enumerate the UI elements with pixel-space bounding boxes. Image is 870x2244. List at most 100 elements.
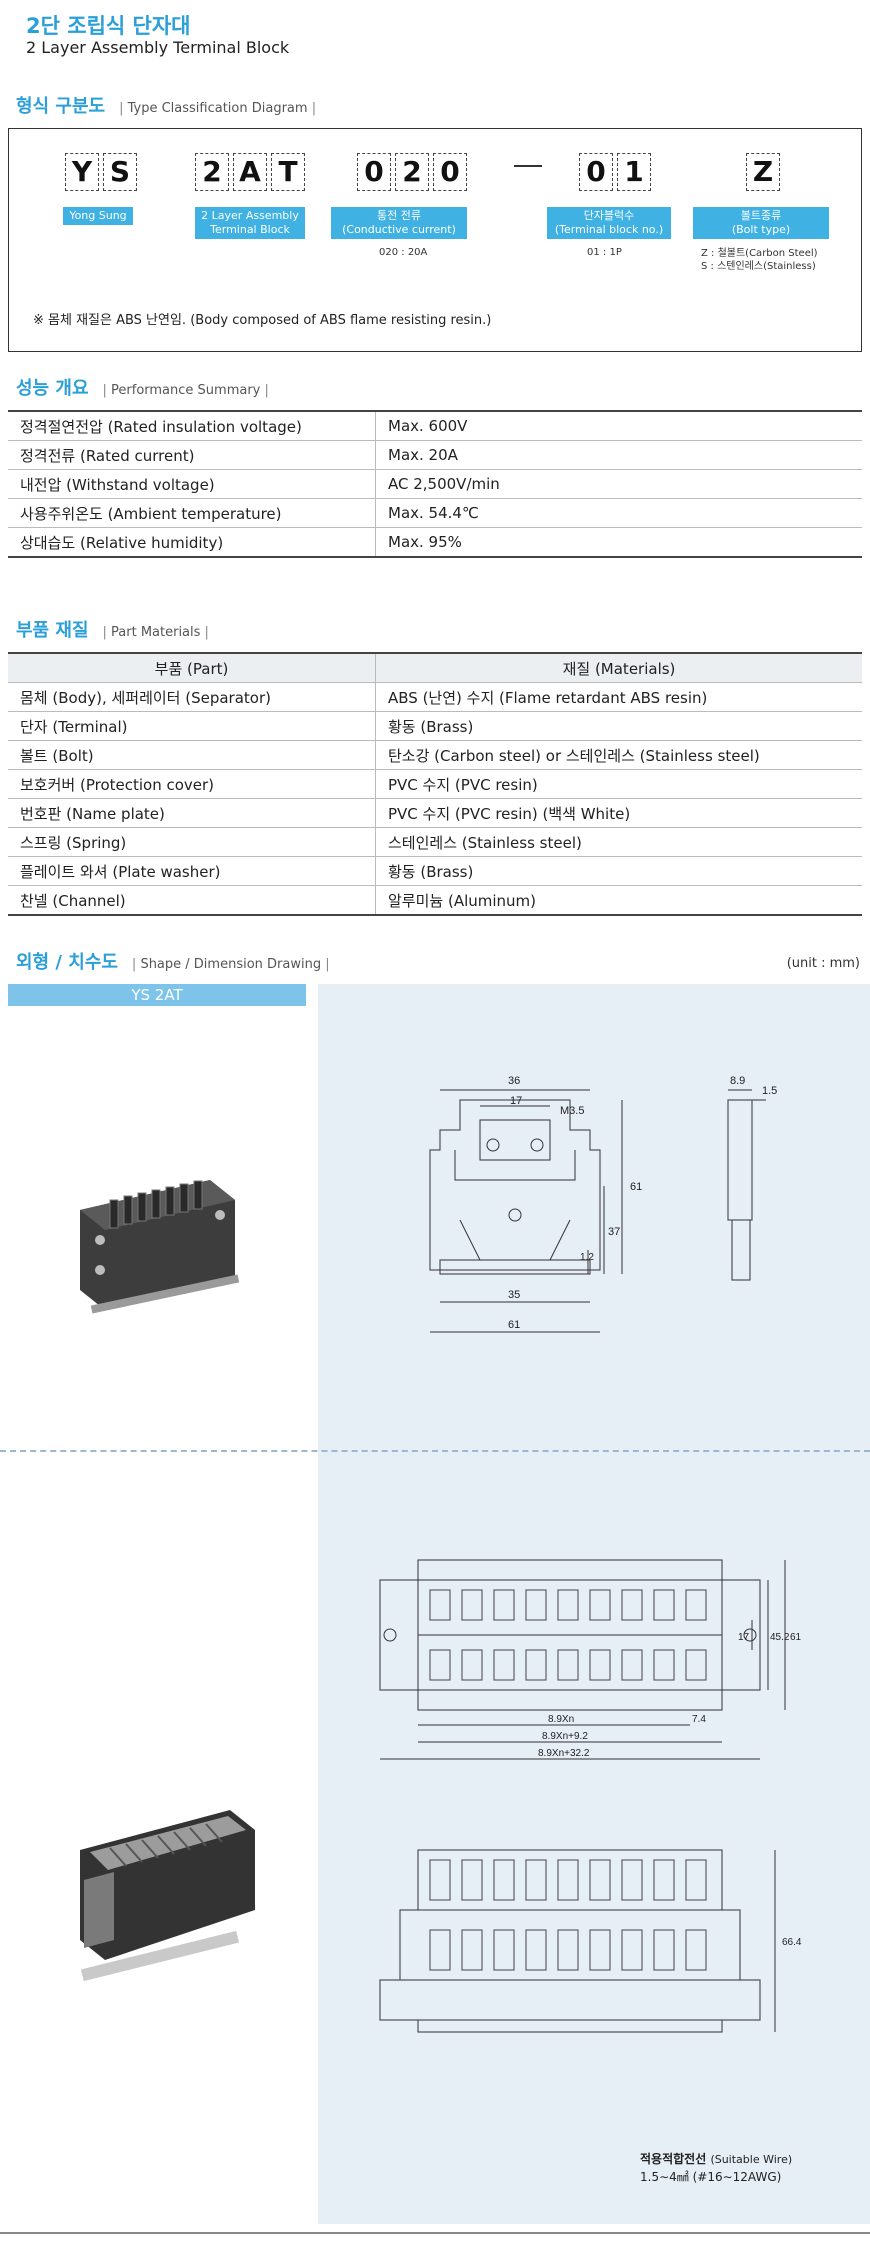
dim-bottom: 61 bbox=[508, 1319, 520, 1331]
performance-label: 정격절연전압 (Rated insulation voltage) bbox=[8, 410, 376, 441]
code-char: T bbox=[271, 153, 305, 191]
material-cell: PVC 수지 (PVC resin) bbox=[375, 769, 862, 799]
product-photo-angle bbox=[80, 1810, 255, 1982]
tag-yong-sung: Yong Sung bbox=[63, 207, 133, 225]
tag-conductive-current: 통전 전류 (Conductive current) bbox=[331, 207, 467, 239]
sub-bolt-type: Z : 철볼트(Carbon Steel) S : 스텐인레스(Stainles… bbox=[701, 248, 818, 272]
code-char: 1 bbox=[617, 153, 651, 191]
code-z: Z bbox=[746, 153, 780, 191]
type-section-heading: 형식 구분도 Type Classification Diagram bbox=[16, 92, 316, 118]
performance-heading-en: Performance Summary bbox=[103, 383, 269, 398]
part-cell: 번호판 (Name plate) bbox=[8, 798, 376, 828]
side-view-drawing: 36 17 M3.5 61 37 1.2 35 61 bbox=[429, 1075, 642, 1333]
dim-profile-width: 8.9 bbox=[730, 1075, 745, 1087]
performance-value: AC 2,500V/min bbox=[375, 469, 862, 499]
table-row: 단자 (Terminal) 황동 (Brass) bbox=[8, 711, 862, 741]
col-material: 재질 (Materials) bbox=[375, 652, 862, 683]
dim-h2: 45.2 bbox=[770, 1632, 790, 1643]
dim-full-width: 8.9Xn+32.2 bbox=[538, 1748, 590, 1759]
sub-01: 01 : 1P bbox=[587, 247, 622, 258]
code-char: A bbox=[233, 153, 267, 191]
code-char: 0 bbox=[579, 153, 613, 191]
code-020: 0 2 0 bbox=[357, 153, 467, 191]
dim-left-offset: 7.4 bbox=[692, 1714, 706, 1725]
material-cell: 스테인레스 (Stainless steel) bbox=[375, 827, 862, 857]
dim-h3: 61 bbox=[790, 1632, 802, 1643]
part-cell: 볼트 (Bolt) bbox=[8, 740, 376, 770]
performance-value: Max. 95% bbox=[375, 527, 862, 558]
part-cell: 몸체 (Body), 세퍼레이터 (Separator) bbox=[8, 682, 376, 712]
table-row: 몸체 (Body), 세퍼레이터 (Separator) ABS (난연) 수지… bbox=[8, 682, 862, 712]
dim-gap: 1.2 bbox=[580, 1252, 594, 1263]
page-title: 2단 조립식 단자대 bbox=[26, 14, 191, 38]
body-material-note: ※ 몸체 재질은 ABS 난연임. (Body composed of ABS … bbox=[33, 313, 492, 328]
table-header-row: 부품 (Part) 재질 (Materials) bbox=[8, 652, 862, 683]
material-cell: 탄소강 (Carbon steel) or 스테인레스 (Stainless s… bbox=[375, 740, 862, 770]
materials-heading: 부품 재질 Part Materials bbox=[16, 616, 209, 642]
code-char: 2 bbox=[195, 153, 229, 191]
dim-top: 36 bbox=[508, 1075, 520, 1087]
code-ys: Y S bbox=[65, 153, 137, 191]
drawing-panel bbox=[318, 984, 870, 2224]
shape-heading-ko: 외형 / 치수도 bbox=[16, 952, 118, 973]
materials-heading-ko: 부품 재질 bbox=[16, 620, 89, 641]
type-heading-en: Type Classification Diagram bbox=[119, 101, 316, 116]
part-cell: 찬넬 (Channel) bbox=[8, 885, 376, 916]
dim-screw: M3.5 bbox=[560, 1105, 584, 1117]
code-char: Y bbox=[65, 153, 99, 191]
table-row: 볼트 (Bolt) 탄소강 (Carbon steel) or 스테인레스 (S… bbox=[8, 740, 862, 770]
dim-h1: 17 bbox=[738, 1632, 750, 1643]
performance-label: 내전압 (Withstand voltage) bbox=[8, 469, 376, 499]
sub-020: 020 : 20A bbox=[379, 247, 428, 258]
table-row: 찬넬 (Channel) 알루미늄 (Aluminum) bbox=[8, 885, 862, 916]
dim-mid-width: 8.9Xn+9.2 bbox=[542, 1731, 588, 1742]
material-cell: PVC 수지 (PVC resin) (백색 White) bbox=[375, 798, 862, 828]
part-cell: 스프링 (Spring) bbox=[8, 827, 376, 857]
performance-label: 사용주위온도 (Ambient temperature) bbox=[8, 498, 376, 528]
tag-terminal-block-no: 단자블럭수 (Terminal block no.) bbox=[547, 207, 671, 239]
tag-2-layer: 2 Layer Assembly Terminal Block bbox=[195, 207, 305, 239]
suitable-wire-title-ko: 적용적합전선 bbox=[640, 2152, 707, 2166]
front-view-drawing: 66.4 bbox=[379, 1849, 802, 2033]
page-subtitle: 2 Layer Assembly Terminal Block bbox=[26, 38, 290, 57]
suitable-wire-title: 적용적합전선 (Suitable Wire) bbox=[640, 2150, 792, 2167]
dim-base: 35 bbox=[508, 1289, 520, 1301]
code-01: 0 1 bbox=[579, 153, 651, 191]
table-row: 플레이트 와셔 (Plate washer) 황동 (Brass) bbox=[8, 856, 862, 886]
performance-value: Max. 600V bbox=[375, 410, 862, 441]
code-char: 0 bbox=[357, 153, 391, 191]
suitable-wire-title-en: (Suitable Wire) bbox=[710, 2153, 793, 2166]
suitable-wire-spec: 1.5∼4㎟ (#16∼12AWG) bbox=[640, 2170, 782, 2184]
unit-label: (unit : mm) bbox=[786, 956, 860, 971]
code-char: S bbox=[103, 153, 137, 191]
table-row: 상대습도 (Relative humidity) Max. 95% bbox=[8, 527, 862, 558]
dim-mid: 37 bbox=[608, 1226, 620, 1238]
performance-label: 상대습도 (Relative humidity) bbox=[8, 527, 376, 558]
drawing-separator bbox=[0, 1450, 870, 1452]
shape-heading-en: Shape / Dimension Drawing bbox=[132, 957, 330, 972]
performance-heading-ko: 성능 개요 bbox=[16, 378, 89, 399]
type-heading-ko: 형식 구분도 bbox=[16, 96, 106, 117]
model-tab: YS 2AT bbox=[8, 984, 306, 1006]
material-cell: 알루미늄 (Aluminum) bbox=[375, 885, 862, 916]
performance-table: 정격절연전압 (Rated insulation voltage) Max. 6… bbox=[8, 410, 862, 558]
code-char: 0 bbox=[433, 153, 467, 191]
performance-label: 정격전류 (Rated current) bbox=[8, 440, 376, 470]
code-2at: 2 A T bbox=[195, 153, 305, 191]
table-row: 스프링 (Spring) 스테인레스 (Stainless steel) bbox=[8, 827, 862, 857]
table-row: 내전압 (Withstand voltage) AC 2,500V/min bbox=[8, 469, 862, 499]
dim-profile-small: 1.5 bbox=[762, 1085, 777, 1097]
table-row: 사용주위온도 (Ambient temperature) Max. 54.4℃ bbox=[8, 498, 862, 528]
profile-view-drawing: 8.9 1.5 bbox=[727, 1075, 777, 1281]
materials-heading-en: Part Materials bbox=[103, 625, 209, 640]
performance-heading: 성능 개요 Performance Summary bbox=[16, 374, 269, 400]
part-cell: 플레이트 와셔 (Plate washer) bbox=[8, 856, 376, 886]
product-photo-side bbox=[80, 1180, 240, 1314]
table-row: 정격절연전압 (Rated insulation voltage) Max. 6… bbox=[8, 410, 862, 441]
table-row: 정격전류 (Rated current) Max. 20A bbox=[8, 440, 862, 470]
performance-value: Max. 20A bbox=[375, 440, 862, 470]
performance-value: Max. 54.4℃ bbox=[375, 498, 862, 528]
shape-heading: 외형 / 치수도 Shape / Dimension Drawing bbox=[16, 948, 330, 974]
dim-pitch: 8.9Xn bbox=[548, 1714, 574, 1725]
code-char: 2 bbox=[395, 153, 429, 191]
